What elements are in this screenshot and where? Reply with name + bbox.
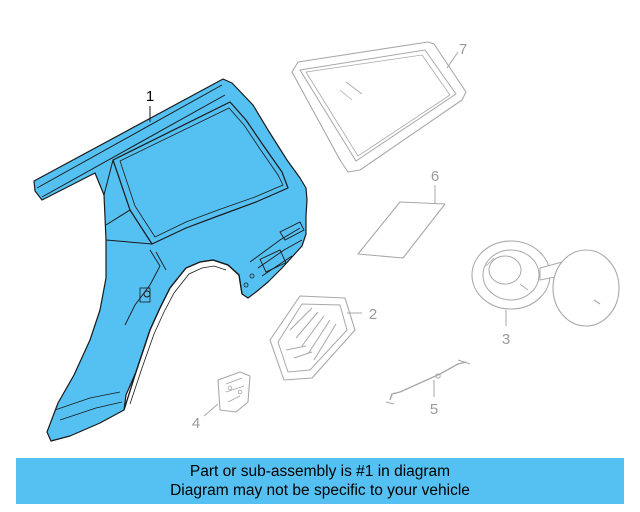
disclaimer-banner: Part or sub-assembly is #1 in diagram Di… bbox=[16, 458, 624, 504]
leader-line-4 bbox=[203, 403, 219, 417]
callout-5: 5 bbox=[430, 401, 438, 418]
banner-line-2: Diagram may not be specific to your vehi… bbox=[170, 482, 470, 499]
vent-grille-part-2[interactable] bbox=[269, 295, 356, 381]
fuel-door-part-3[interactable] bbox=[471, 240, 620, 327]
callout-1: 1 bbox=[146, 88, 154, 105]
quarter-panel-part-1[interactable] bbox=[33, 78, 308, 442]
release-cable-part-5[interactable] bbox=[385, 359, 471, 405]
hinge-bracket-part-4[interactable] bbox=[217, 371, 251, 413]
callout-4: 4 bbox=[192, 415, 200, 432]
banner-line-1: Part or sub-assembly is #1 in diagram bbox=[189, 463, 451, 480]
callout-7: 7 bbox=[459, 41, 467, 58]
leader-line-7 bbox=[446, 51, 459, 69]
callout-6: 6 bbox=[431, 168, 439, 185]
callout-3: 3 bbox=[502, 331, 510, 348]
callout-2: 2 bbox=[369, 306, 377, 323]
plate-part-6[interactable] bbox=[357, 201, 446, 259]
quarter-glass-part-7[interactable] bbox=[291, 41, 467, 173]
